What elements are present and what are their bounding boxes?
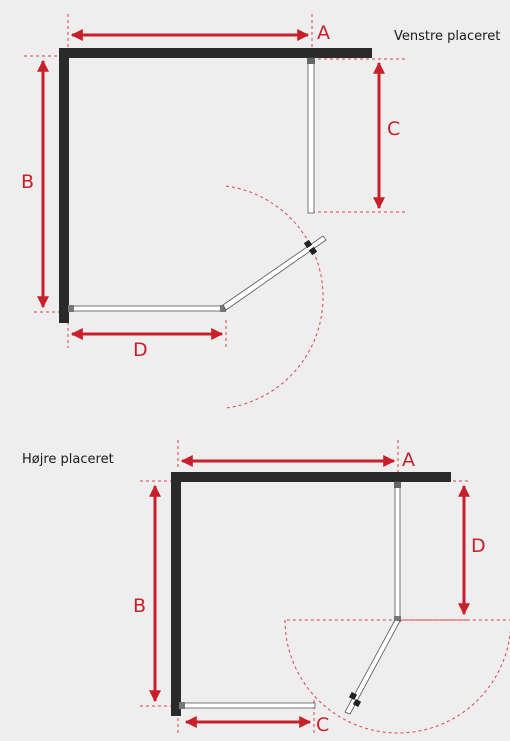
label-c-bottom: C (316, 714, 329, 736)
guide-lines-top (24, 14, 405, 348)
panel-bracket-bottom-2 (394, 616, 401, 622)
door-handle-top-1 (303, 239, 313, 249)
door-panel-bottom (344, 619, 401, 715)
fixed-glass-panel-horizontal-top (68, 305, 226, 312)
dimension-arrows-bottom (149, 455, 470, 728)
panel-bracket-bottom-3 (179, 702, 185, 709)
door-handle-bottom-1 (348, 691, 358, 701)
panel-bracket-top-1 (307, 58, 315, 64)
dimension-arrows-top (37, 29, 385, 340)
fixed-glass-panel-vertical-bottom (394, 481, 401, 619)
back-wall-bottom (171, 472, 451, 482)
label-a-top: A (317, 22, 330, 44)
right-placement-diagram: A B C D (133, 440, 510, 736)
label-d-bottom: D (471, 535, 486, 557)
door-handle-top-2 (308, 246, 318, 256)
label-a-bottom: A (402, 449, 415, 471)
guide-lines-bottom (140, 440, 470, 736)
door-swing-arc-bottom (284, 619, 510, 734)
label-b-bottom: B (133, 595, 146, 617)
side-wall-bottom (171, 472, 181, 716)
right-placement-heading: Højre placeret (22, 452, 114, 467)
left-placement-heading: Venstre placeret (394, 29, 501, 44)
label-c-top: C (387, 118, 400, 140)
side-wall-top (59, 48, 69, 323)
label-d-top: D (133, 339, 148, 361)
back-wall-top (59, 48, 372, 58)
panel-bracket-bottom-1 (394, 482, 401, 488)
panel-bracket-top-2 (68, 305, 74, 312)
left-placement-diagram: A B C D (21, 14, 405, 409)
door-panel-top (222, 235, 327, 311)
label-b-top: B (21, 171, 34, 193)
fixed-glass-panel-horizontal-bottom (180, 702, 316, 709)
door-handle-bottom-2 (352, 698, 362, 708)
fixed-glass-panel-vertical-top (307, 57, 315, 214)
panel-bracket-top-3 (220, 305, 226, 312)
